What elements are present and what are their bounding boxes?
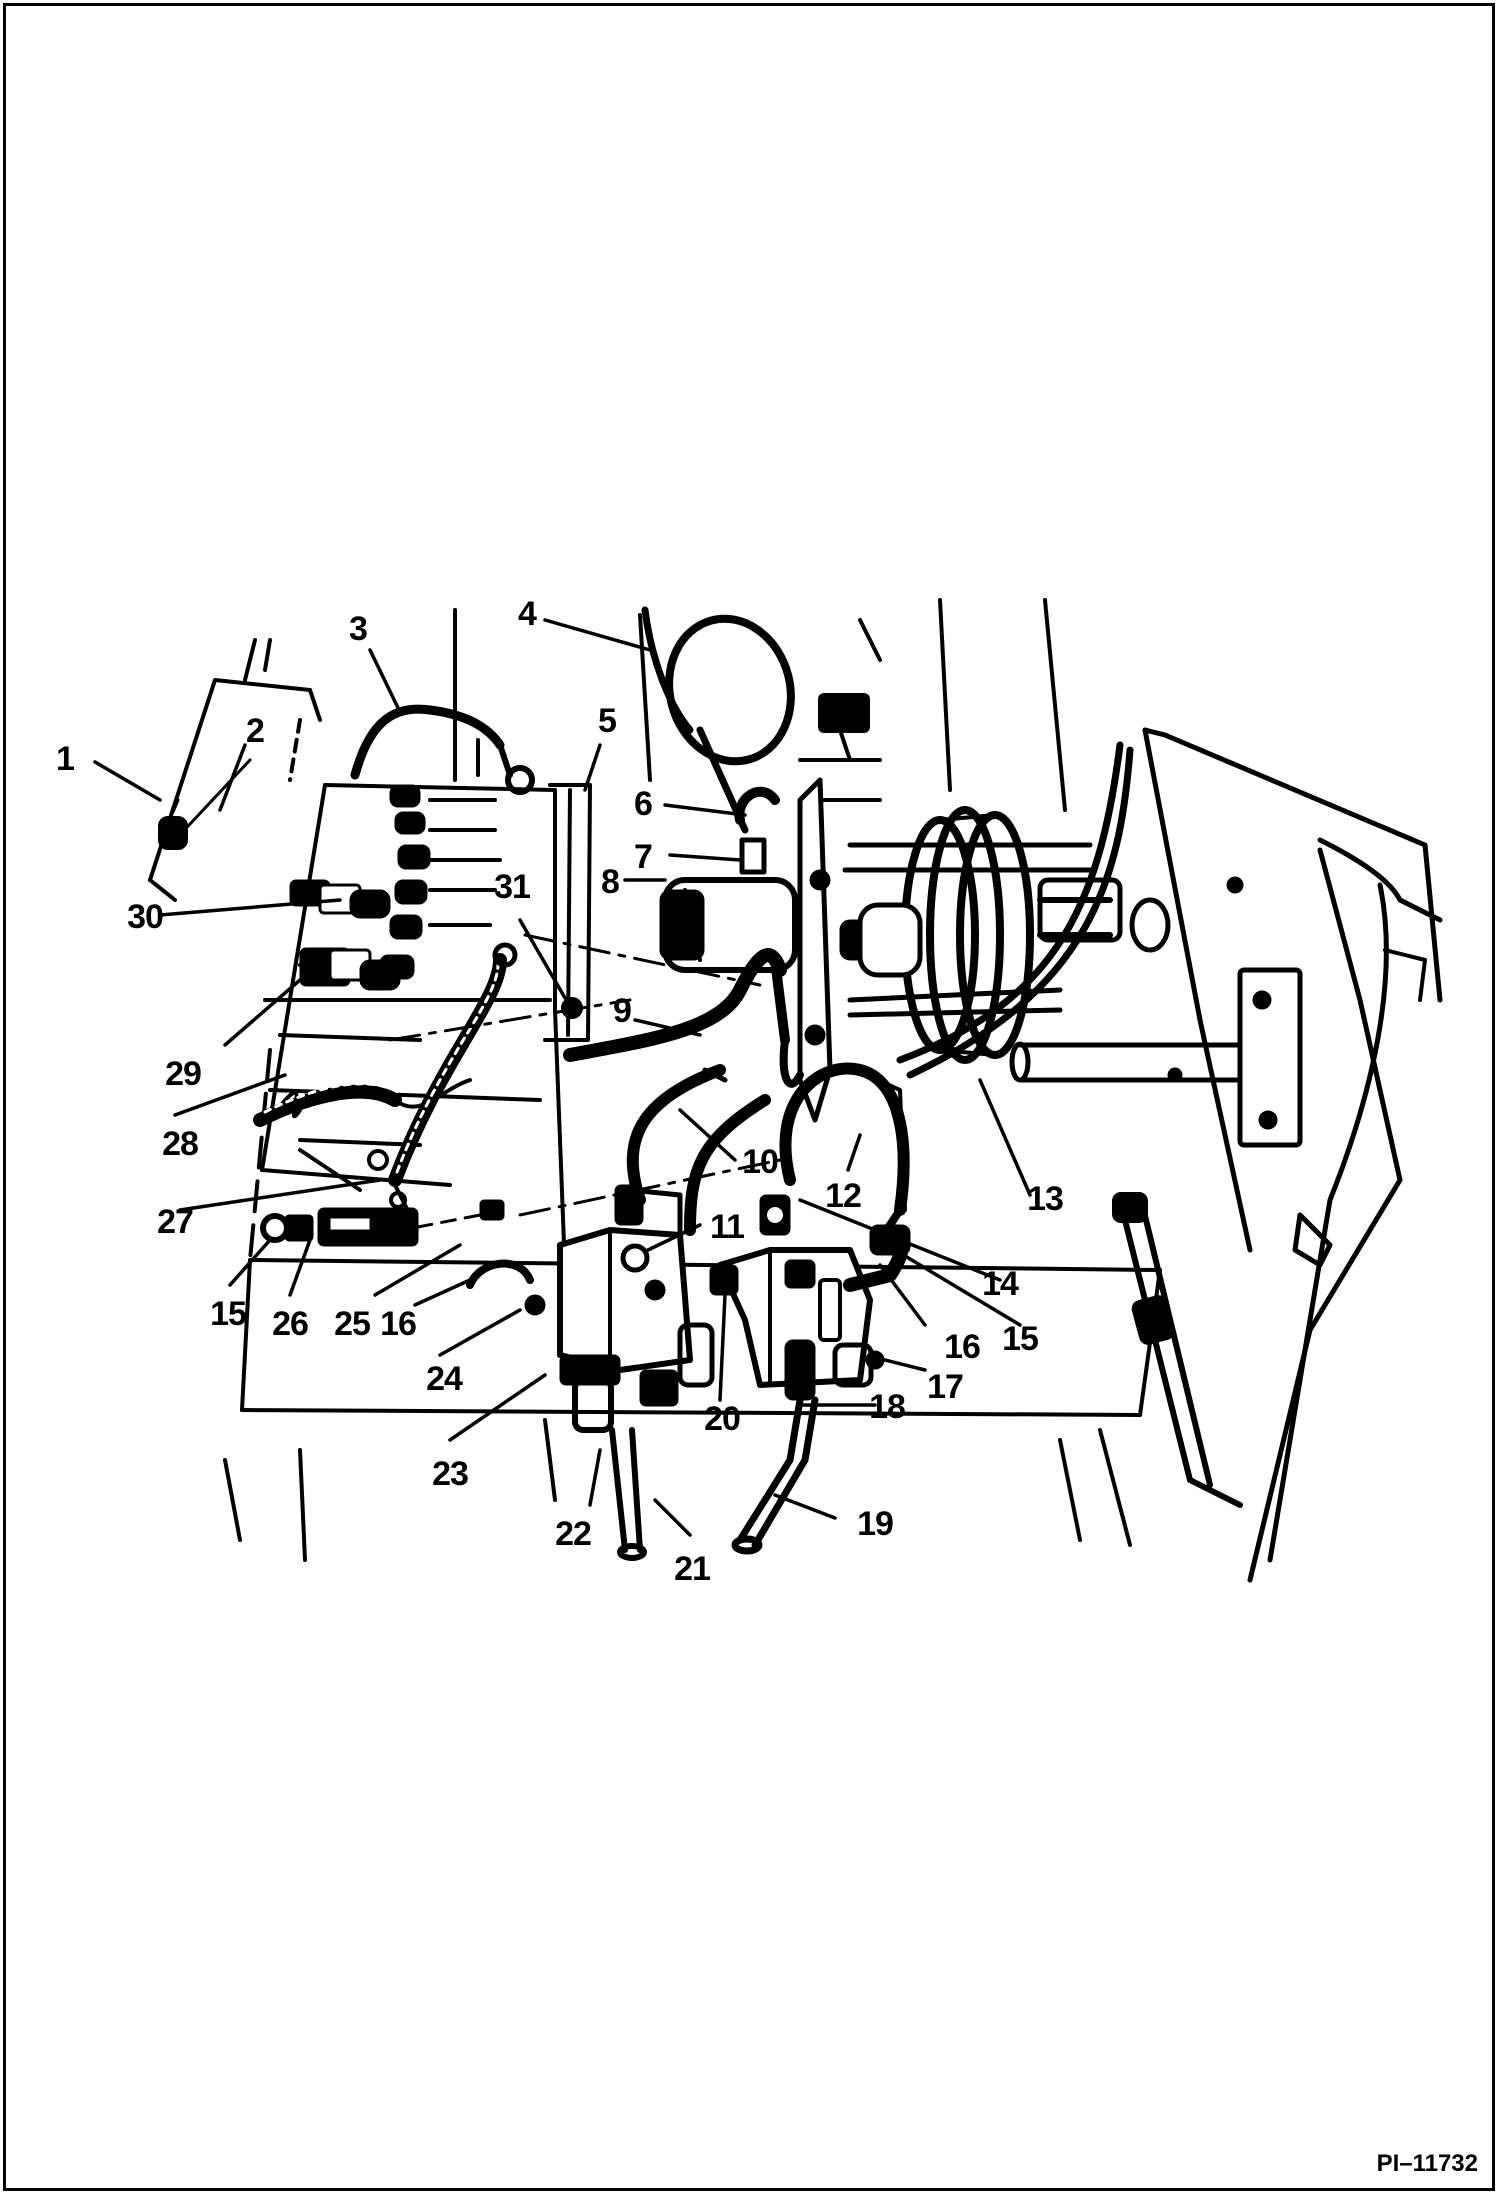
- leader-15b: [893, 1248, 1022, 1327]
- ground-strap-28: [253, 942, 518, 1187]
- leader-17: [883, 1358, 927, 1372]
- leader-25: [373, 1243, 462, 1297]
- pedal-rods-left: [609, 1427, 647, 1561]
- leader-22: [588, 1448, 602, 1507]
- callout-30: 30: [127, 898, 163, 936]
- callout-9: 9: [613, 992, 631, 1030]
- callout-14: 14: [982, 1265, 1019, 1303]
- leader-29: [223, 978, 302, 1047]
- callout-11: 11: [710, 1208, 744, 1246]
- callout-20: 20: [704, 1400, 740, 1438]
- callout-28: 28: [162, 1125, 198, 1163]
- leader-3: [368, 648, 402, 714]
- illustration: [148, 598, 1443, 1583]
- leader-31: [518, 918, 567, 1000]
- pulley: [839, 806, 1171, 1064]
- callout-29: 29: [165, 1055, 201, 1093]
- callout-18: 18: [869, 1388, 905, 1426]
- leader-9: [633, 1018, 702, 1037]
- callout-21: 21: [674, 1550, 710, 1588]
- figure-reference: PI–11732: [1376, 2150, 1478, 2177]
- callout-4: 4: [518, 595, 537, 633]
- leader-4: [543, 618, 652, 652]
- callout-16-left: 16: [380, 1305, 416, 1343]
- callout-27: 27: [157, 1203, 193, 1241]
- leader-6: [663, 803, 747, 817]
- callout-15-left: 15: [210, 1295, 246, 1333]
- callout-31: 31: [494, 868, 530, 906]
- callout-12: 12: [825, 1177, 861, 1215]
- callout-22: 22: [555, 1515, 591, 1553]
- callout-6: 6: [634, 785, 652, 823]
- leader-10: [678, 1108, 737, 1162]
- leader-14: [798, 1198, 1002, 1282]
- coupler-left: [260, 1207, 482, 1247]
- callout-2: 2: [246, 712, 264, 750]
- leader-19: [773, 1493, 837, 1520]
- leader-16a: [413, 1278, 472, 1307]
- leader-21: [653, 1498, 692, 1537]
- leader-28: [173, 1073, 287, 1117]
- hose-10: [626, 1064, 771, 1236]
- callout-7: 7: [634, 838, 652, 876]
- callout-5: 5: [598, 702, 616, 740]
- leader-5: [583, 743, 602, 792]
- centerlines: [388, 933, 782, 1217]
- callout-3: 3: [349, 610, 367, 648]
- leader-1: [93, 760, 162, 802]
- callout-8: 8: [601, 863, 619, 901]
- callout-labels: 1 2 3 4 5 6 7 8 9 10 11 12 13 14 15 15 1…: [56, 595, 1064, 1588]
- leader-30: [158, 898, 342, 917]
- callout-13: 13: [1027, 1180, 1063, 1218]
- callout-1: 1: [56, 740, 74, 778]
- leader-27: [178, 1178, 382, 1212]
- control-rod: [1112, 1192, 1243, 1508]
- callout-16-right: 16: [944, 1328, 980, 1366]
- callout-17: 17: [927, 1368, 963, 1406]
- right-housing: [1142, 727, 1443, 1583]
- upper-frame: [798, 598, 1067, 812]
- hose-9: [563, 948, 804, 1088]
- leader-16b: [878, 1263, 927, 1327]
- dash-panel: [260, 608, 652, 1272]
- leader-2: [218, 743, 247, 812]
- battery-cable-3: [350, 704, 535, 795]
- leader-26: [288, 1238, 312, 1297]
- cable-coil-4: [641, 606, 795, 834]
- wire-13: [896, 741, 1134, 1079]
- leader-11: [646, 1223, 702, 1252]
- leader-13: [978, 1078, 1032, 1197]
- leader-24: [438, 1308, 522, 1357]
- leader-12: [846, 1133, 862, 1172]
- callout-10: 10: [742, 1143, 778, 1181]
- callout-26: 26: [272, 1305, 308, 1343]
- leader-lines: [93, 618, 1032, 1537]
- callout-25: 25: [334, 1305, 370, 1343]
- page-border: [3, 3, 1495, 2191]
- leader-23: [448, 1373, 547, 1442]
- callout-19: 19: [857, 1505, 893, 1543]
- base-plate: [223, 1048, 1162, 1562]
- leader-15a: [228, 1238, 272, 1287]
- bracket-plate: [797, 777, 833, 1123]
- callout-23: 23: [432, 1455, 468, 1493]
- valve-body-left: [466, 1184, 715, 1433]
- leader-7: [668, 853, 742, 862]
- bracket-5: [543, 783, 592, 1042]
- leader-20: [718, 1293, 727, 1402]
- left-housing: [148, 638, 322, 902]
- pedal-rod-19: [731, 1396, 819, 1555]
- callout-15-right: 15: [1002, 1320, 1038, 1358]
- callout-24: 24: [426, 1360, 463, 1398]
- solenoid-valve: [659, 786, 803, 973]
